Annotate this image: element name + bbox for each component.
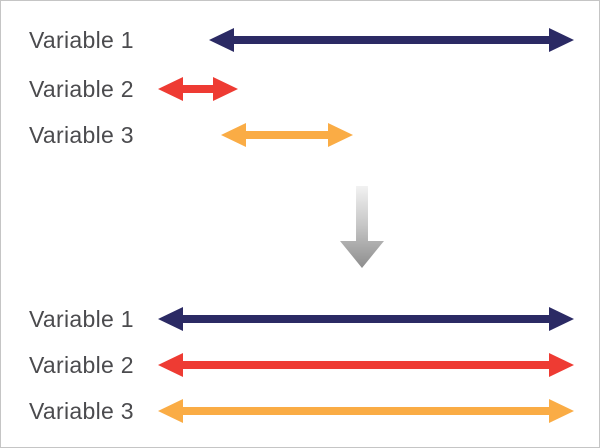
top-variable-3-label: Variable 3	[29, 122, 134, 148]
arrow-shaft	[182, 85, 214, 93]
arrowhead-left-icon	[158, 399, 183, 423]
bottom-variable-3-range-arrow-icon	[158, 399, 574, 423]
arrowhead-left-icon	[158, 353, 183, 377]
arrow-shaft	[182, 407, 550, 415]
arrowhead-left-icon	[221, 123, 246, 147]
arrowhead-right-icon	[549, 307, 574, 331]
arrowhead-right-icon	[549, 399, 574, 423]
top-variable-2-label: Variable 2	[29, 76, 134, 102]
top-variable-1-label: Variable 1	[29, 27, 134, 53]
arrowhead-right-icon	[549, 353, 574, 377]
arrowhead-left-icon	[209, 28, 234, 52]
arrowhead-right-icon	[328, 123, 353, 147]
bottom-variable-3-label: Variable 3	[29, 398, 134, 424]
arrow-shaft	[233, 36, 550, 44]
bottom-variable-1-label: Variable 1	[29, 306, 134, 332]
arrow-shaft	[182, 315, 550, 323]
transform-down-arrow-icon	[340, 186, 384, 268]
arrow-shaft	[182, 361, 550, 369]
bottom-variable-2-range-arrow-icon	[158, 353, 574, 377]
arrowhead-right-icon	[213, 77, 238, 101]
bottom-variable-1-range-arrow-icon	[158, 307, 574, 331]
top-variable-3-range-arrow-icon	[221, 123, 353, 147]
top-variable-1-range-arrow-icon	[209, 28, 574, 52]
top-variable-2-range-arrow-icon	[158, 77, 238, 101]
arrowhead-left-icon	[158, 77, 183, 101]
arrowhead-left-icon	[158, 307, 183, 331]
bottom-variable-2-label: Variable 2	[29, 352, 134, 378]
arrowhead-right-icon	[549, 28, 574, 52]
arrow-shaft	[245, 131, 329, 139]
